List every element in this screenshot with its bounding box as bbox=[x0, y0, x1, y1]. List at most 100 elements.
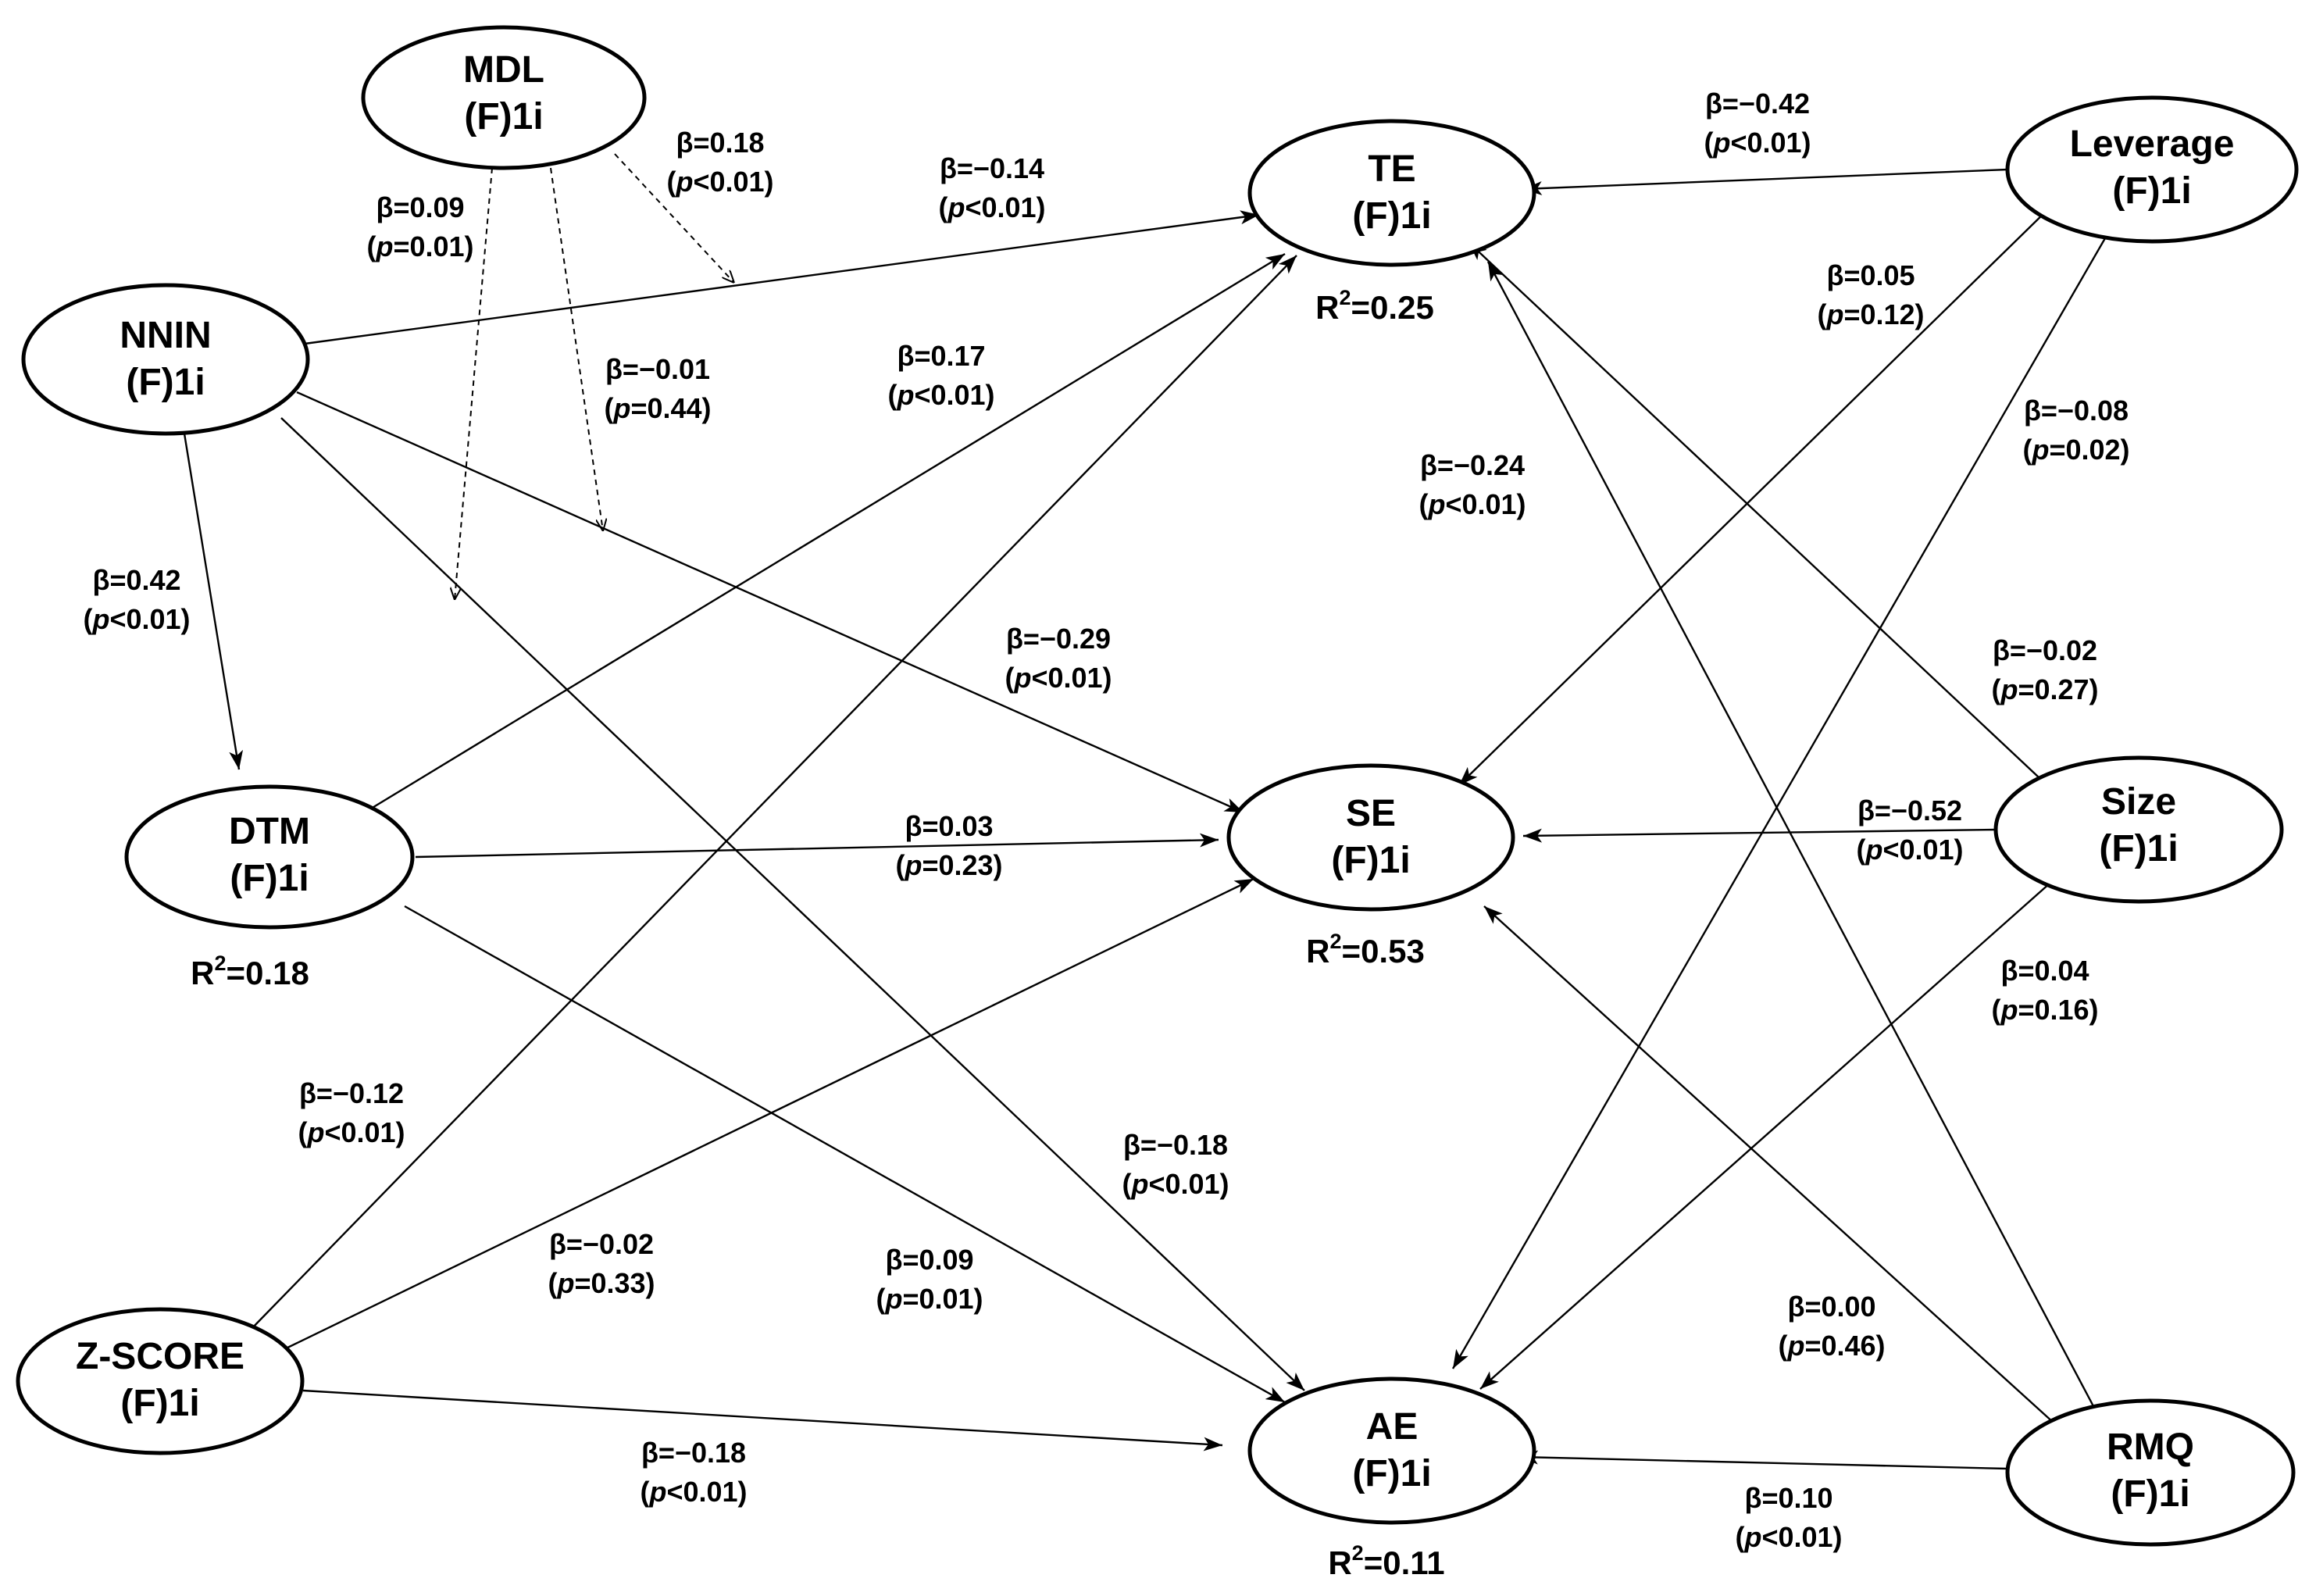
svg-text:β=0.17: β=0.17 bbox=[897, 340, 985, 372]
svg-text:β=−0.02: β=−0.02 bbox=[549, 1228, 654, 1260]
node-leverage-name: Leverage bbox=[2070, 123, 2235, 165]
node-zscore-name: Z-SCORE bbox=[76, 1336, 244, 1377]
label-rmq-ae: β=0.10 (p<0.01) bbox=[1735, 1482, 1842, 1553]
svg-text:β=0.00: β=0.00 bbox=[1787, 1291, 1875, 1323]
path-labels: β=0.18 (p<0.01) β=0.09 (p=0.01) β=−0.01 … bbox=[83, 87, 2129, 1553]
svg-text:β=−0.01: β=−0.01 bbox=[605, 353, 710, 385]
node-dtm: DTM (F)1i bbox=[124, 784, 415, 930]
svg-text:(p=0.33): (p=0.33) bbox=[548, 1267, 655, 1299]
svg-text:β=−0.14: β=−0.14 bbox=[940, 152, 1044, 184]
svg-text:(p<0.01): (p<0.01) bbox=[1856, 834, 1963, 866]
label-size-ae: β=0.04 (p=0.16) bbox=[1991, 955, 2098, 1026]
path-dtm-ae bbox=[404, 905, 1286, 1404]
label-nnin-ae: β=−0.18 (p<0.01) bbox=[1122, 1129, 1229, 1200]
svg-text:β=−0.08: β=−0.08 bbox=[2024, 395, 2129, 427]
node-te-sub: (F)1i bbox=[1352, 195, 1431, 237]
label-mdl-nnin-se: β=−0.01 (p=0.44) bbox=[604, 353, 711, 424]
path-nnin-dtm bbox=[183, 433, 244, 770]
node-dtm-name: DTM bbox=[229, 811, 310, 852]
svg-text:β=−0.52: β=−0.52 bbox=[1857, 794, 1962, 827]
node-mdl-name: MDL bbox=[463, 49, 544, 91]
node-se: SE (F)1i bbox=[1226, 763, 1515, 912]
path-mdl-moderates-nnin-se bbox=[550, 167, 603, 531]
svg-text:(p=0.23): (p=0.23) bbox=[895, 849, 1002, 881]
r2-se: R2=0.53 bbox=[1306, 930, 1425, 969]
svg-text:(p<0.01): (p<0.01) bbox=[640, 1476, 747, 1508]
node-ae: AE (F)1i bbox=[1247, 1376, 1536, 1525]
node-te-name: TE bbox=[1368, 148, 1415, 190]
node-leverage-sub: (F)1i bbox=[2112, 170, 2191, 212]
node-se-name: SE bbox=[1346, 793, 1396, 834]
path-rmq-ae bbox=[1518, 1450, 2008, 1470]
path-nnin-se bbox=[296, 391, 1244, 814]
path-dtm-se bbox=[415, 833, 1219, 859]
svg-text:(p<0.01): (p<0.01) bbox=[1122, 1168, 1229, 1200]
label-leverage-se: β=0.05 (p=0.12) bbox=[1817, 259, 1924, 330]
path-nnin-ae bbox=[280, 417, 1305, 1391]
svg-text:β=0.04: β=0.04 bbox=[2000, 955, 2089, 987]
r2-ae: R2=0.11 bbox=[1328, 1541, 1444, 1581]
label-mdl-nnin-te: β=0.18 (p<0.01) bbox=[666, 127, 773, 198]
svg-text:(p=0.02): (p=0.02) bbox=[2022, 434, 2129, 466]
node-mdl-sub: (F)1i bbox=[464, 96, 543, 137]
path-leverage-te bbox=[1522, 168, 2008, 196]
path-leverage-ae bbox=[1451, 237, 2107, 1369]
svg-text:β=0.10: β=0.10 bbox=[1744, 1482, 1832, 1514]
label-size-se: β=−0.52 (p<0.01) bbox=[1856, 794, 1963, 866]
node-dtm-sub: (F)1i bbox=[230, 858, 309, 899]
svg-text:(p<0.01): (p<0.01) bbox=[1735, 1521, 1842, 1553]
svg-text:β=−0.12: β=−0.12 bbox=[299, 1077, 404, 1109]
svg-text:(p<0.01): (p<0.01) bbox=[83, 603, 190, 635]
r2-dtm: R2=0.18 bbox=[191, 952, 309, 991]
node-size: Size (F)1i bbox=[1993, 755, 2284, 904]
node-se-sub: (F)1i bbox=[1331, 840, 1410, 881]
label-dtm-ae: β=0.09 (p=0.01) bbox=[876, 1244, 983, 1315]
label-nnin-se: β=−0.29 (p<0.01) bbox=[1005, 623, 1112, 694]
node-ae-sub: (F)1i bbox=[1352, 1453, 1431, 1494]
path-dtm-te bbox=[370, 252, 1286, 810]
svg-text:β=−0.02: β=−0.02 bbox=[1993, 634, 2097, 666]
svg-text:(p<0.01): (p<0.01) bbox=[1704, 127, 1811, 159]
node-rmq-sub: (F)1i bbox=[2111, 1473, 2189, 1515]
svg-text:β=−0.24: β=−0.24 bbox=[1420, 449, 1525, 481]
label-mdl-nnin-ae: β=0.09 (p=0.01) bbox=[366, 191, 473, 262]
label-nnin-te: β=−0.14 (p<0.01) bbox=[938, 152, 1045, 223]
svg-text:(p<0.01): (p<0.01) bbox=[1005, 662, 1112, 694]
path-leverage-se bbox=[1458, 206, 2051, 786]
svg-text:(p<0.01): (p<0.01) bbox=[887, 379, 994, 411]
node-nnin-name: NNIN bbox=[120, 315, 211, 356]
path-nnin-te bbox=[304, 210, 1260, 345]
path-size-se bbox=[1522, 828, 1997, 843]
node-leverage: Leverage (F)1i bbox=[2005, 95, 2299, 244]
label-rmq-te: β=−0.24 (p<0.01) bbox=[1419, 449, 1526, 520]
label-size-te: β=−0.02 (p=0.27) bbox=[1991, 634, 2098, 705]
path-zscore-se bbox=[282, 877, 1254, 1351]
label-zscore-se: β=−0.02 (p=0.33) bbox=[548, 1228, 655, 1299]
path-mdl-moderates-nnin-ae bbox=[455, 167, 493, 600]
node-rmq-name: RMQ bbox=[2107, 1426, 2194, 1468]
label-zscore-te: β=−0.12 (p<0.01) bbox=[298, 1077, 405, 1148]
node-rmq: RMQ (F)1i bbox=[2005, 1398, 2296, 1547]
svg-text:(p=0.01): (p=0.01) bbox=[876, 1283, 983, 1315]
svg-text:β=0.09: β=0.09 bbox=[376, 191, 464, 223]
node-mdl: MDL (F)1i bbox=[361, 25, 647, 170]
label-zscore-ae: β=−0.18 (p<0.01) bbox=[640, 1437, 747, 1508]
svg-text:(p=0.46): (p=0.46) bbox=[1778, 1330, 1885, 1362]
label-dtm-te: β=0.17 (p<0.01) bbox=[887, 340, 994, 411]
svg-text:(p=0.01): (p=0.01) bbox=[366, 230, 473, 262]
svg-text:β=−0.29: β=−0.29 bbox=[1006, 623, 1111, 655]
svg-text:(p=0.44): (p=0.44) bbox=[604, 392, 711, 424]
svg-text:(p<0.01): (p<0.01) bbox=[1419, 488, 1526, 520]
svg-text:(p=0.27): (p=0.27) bbox=[1991, 673, 2098, 705]
svg-text:(p=0.12): (p=0.12) bbox=[1817, 298, 1924, 330]
svg-text:β=0.09: β=0.09 bbox=[885, 1244, 973, 1276]
node-nnin: NNIN (F)1i bbox=[21, 283, 310, 436]
path-rmq-se bbox=[1483, 905, 2055, 1424]
node-zscore-sub: (F)1i bbox=[120, 1383, 199, 1424]
node-size-name: Size bbox=[2101, 781, 2176, 823]
path-size-ae bbox=[1479, 882, 2051, 1390]
label-dtm-se: β=0.03 (p=0.23) bbox=[895, 810, 1002, 881]
node-size-sub: (F)1i bbox=[2099, 828, 2178, 869]
path-zscore-ae bbox=[302, 1389, 1223, 1451]
svg-text:(p=0.16): (p=0.16) bbox=[1991, 994, 2098, 1026]
